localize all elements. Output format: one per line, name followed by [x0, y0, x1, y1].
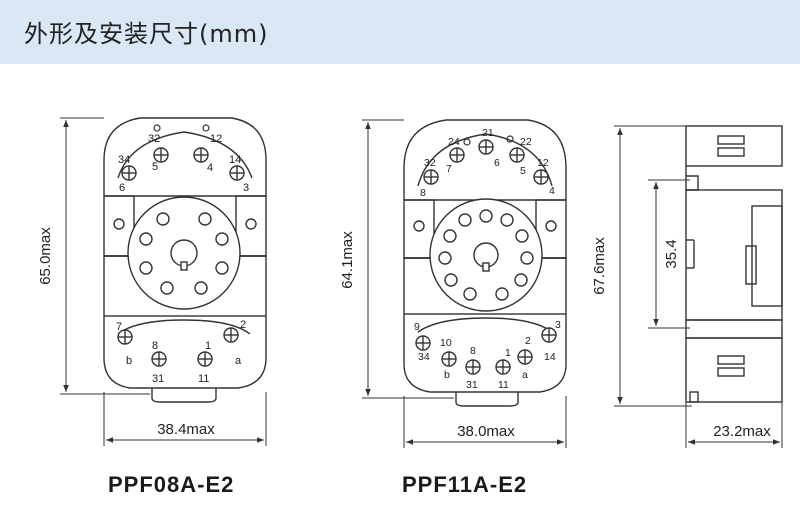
ppf08a-clip — [151, 388, 217, 403]
ppf11a-top-housing — [403, 119, 567, 200]
side-height-dim: 67.6max — [591, 237, 608, 295]
model-name-ppf11a: PPF11A-E2 — [402, 472, 528, 497]
ppf11a-left-ear — [403, 199, 435, 259]
model-name-ppf08a: PPF08A-E2 — [108, 472, 235, 497]
ppf08a-term-label: a — [235, 355, 242, 367]
ppf11a-left-hole — [413, 220, 425, 232]
ppf11a-term-label: a — [522, 369, 528, 381]
ppf11a-clip — [455, 392, 519, 407]
side-din-clip — [751, 205, 783, 307]
ppf08a-right-ear — [235, 195, 267, 257]
ppf08a-term-label: 32 — [148, 133, 160, 145]
ppf08a-term-label: 4 — [207, 162, 213, 174]
ppf08a-term-label: 34 — [118, 154, 130, 166]
ppf08a-term-label: 1 — [205, 340, 211, 352]
ppf08a-term-label: 14 — [229, 154, 241, 166]
ppf11a-term-label: 14 — [544, 351, 556, 363]
ppf11a-drawing — [403, 119, 567, 407]
ppf11a-width-dim: 38.0max — [457, 423, 515, 440]
side-view-drawing — [685, 125, 783, 403]
ppf08a-terminal-labels: 32 12 34 5 4 14 6 3 7 2 8 1 b a 31 11 — [116, 133, 249, 385]
ppf11a-term-label: 21 — [482, 127, 494, 139]
ppf08a-top-arc — [117, 131, 253, 179]
ppf08a-dimensions — [60, 117, 267, 446]
ppf11a-socket-ring — [429, 198, 543, 312]
ppf11a-terminal-labels: 24 21 22 32 7 6 5 12 8 4 9 3 10 2 34 1 1… — [414, 127, 561, 391]
ppf11a-term-label: 6 — [494, 157, 500, 169]
ppf08a-right-hole — [245, 218, 257, 230]
ppf11a-dimensions — [362, 119, 567, 448]
ppf08a-socket-ring — [127, 196, 241, 310]
ppf11a-term-label: 3 — [555, 319, 561, 331]
side-bottom-block — [685, 337, 783, 403]
ppf08a-drawing — [103, 117, 267, 403]
ppf11a-term-label: 2 — [525, 335, 531, 347]
ppf11a-term-label: 10 — [440, 337, 452, 349]
ppf11a-term-label: 8 — [470, 345, 476, 357]
ppf11a-bottom-housing — [403, 314, 567, 393]
ppf08a-top-housing — [103, 117, 267, 196]
ppf11a-term-label: 34 — [418, 351, 430, 363]
ppf11a-term-label: 31 — [466, 379, 478, 391]
ppf08a-term-label: 2 — [240, 319, 246, 331]
ppf11a-socket-holes — [438, 209, 534, 301]
page-title: 外形及安装尺寸(mm) — [24, 20, 269, 48]
ppf11a-term-label: 5 — [520, 165, 526, 177]
ppf08a-term-label: 3 — [243, 182, 249, 194]
ppf11a-term-label: 1 — [505, 347, 511, 359]
ppf11a-term-label: 7 — [446, 163, 452, 175]
ppf08a-bottom-housing — [103, 316, 267, 389]
ppf11a-term-label: b — [444, 369, 450, 381]
ppf08a-term-label: 5 — [152, 161, 158, 173]
header-bar: 外形及安装尺寸(mm) — [0, 0, 800, 64]
ppf11a-right-hole — [545, 220, 557, 232]
ppf11a-term-label: 8 — [420, 187, 426, 199]
ppf08a-term-label: b — [126, 355, 132, 367]
ppf08a-height-dim: 65.0max — [37, 227, 54, 285]
ppf11a-term-label: 24 — [448, 136, 460, 148]
ppf08a-term-label: 7 — [116, 321, 122, 333]
ppf11a-term-label: 11 — [498, 379, 509, 391]
ppf11a-term-label: 12 — [537, 157, 549, 169]
ppf11a-term-label: 4 — [549, 185, 555, 197]
ppf08a-width-dim: 38.4max — [157, 421, 215, 438]
side-rail-dim: 35.4 — [663, 239, 680, 268]
ppf11a-term-label: 32 — [424, 157, 436, 169]
ppf11a-term-label: 9 — [414, 321, 420, 333]
ppf11a-term-label: 22 — [520, 136, 532, 148]
side-width-dim: 23.2max — [713, 423, 771, 440]
ppf08a-term-label: 8 — [152, 340, 158, 352]
ppf08a-left-hole — [113, 218, 125, 230]
ppf08a-term-label: 31 — [152, 373, 164, 385]
side-view-dimensions — [614, 125, 783, 448]
ppf11a-height-dim: 64.1max — [339, 231, 356, 289]
ppf08a-term-label: 11 — [198, 373, 209, 385]
side-main-body — [685, 189, 783, 321]
ppf08a-socket-holes — [139, 212, 229, 295]
ppf08a-term-label: 12 — [210, 133, 222, 145]
ppf08a-term-label: 6 — [119, 182, 125, 194]
side-top-block — [685, 125, 783, 167]
